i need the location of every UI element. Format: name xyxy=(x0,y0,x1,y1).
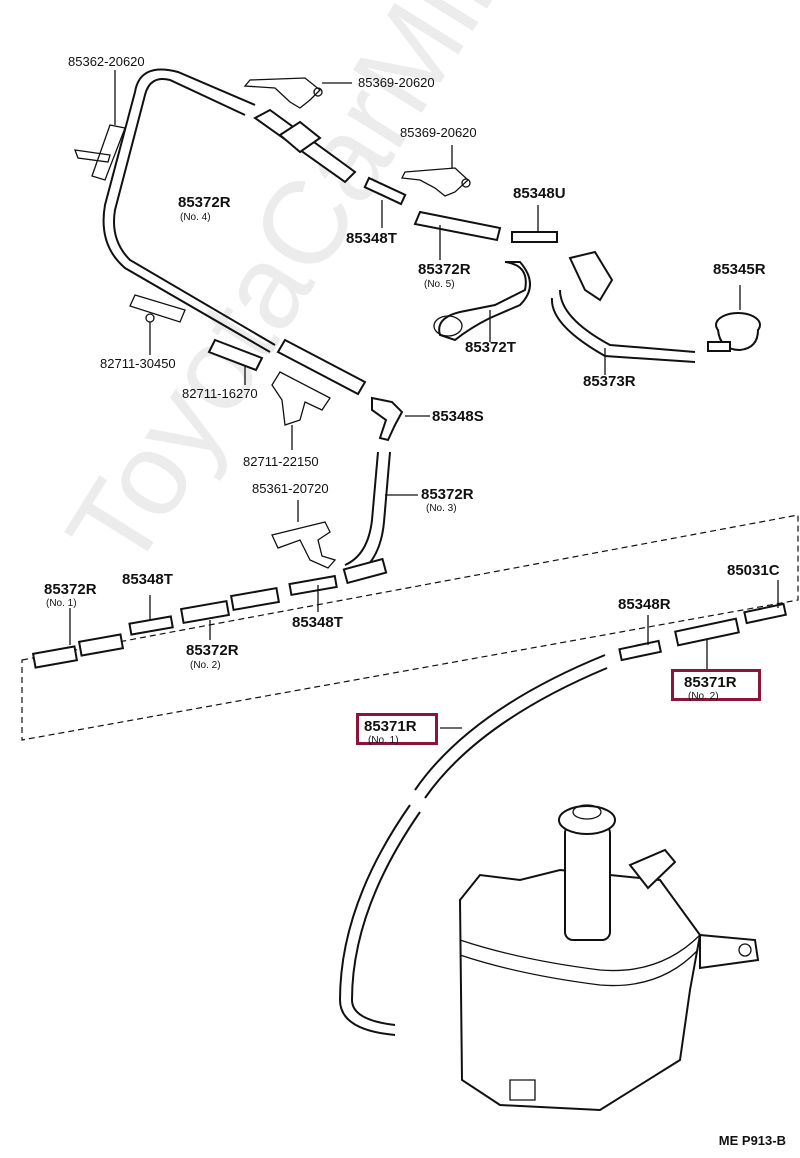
label-85369-20620-b: 85369-20620 xyxy=(400,125,477,140)
highlight-85371r-no2[interactable] xyxy=(671,669,761,701)
label-85361-20720: 85361-20720 xyxy=(252,481,329,496)
connector-85348u xyxy=(511,205,558,243)
label-85348t-mid: 85348T xyxy=(292,614,343,631)
bracket-82711-22150 xyxy=(271,371,331,450)
label-85031c: 85031C xyxy=(727,562,780,579)
diagram-reference: ME P913-B xyxy=(718,1133,786,1148)
label-85362-20620: 85362-20620 xyxy=(68,54,145,69)
hose-85373r xyxy=(550,250,696,375)
label-85372r-no2-sub: (No. 2) xyxy=(190,660,221,671)
label-85372r-no3-sub: (No. 3) xyxy=(426,503,457,514)
lower-row-parts xyxy=(31,557,787,672)
hose-85371r-no1 xyxy=(338,654,608,1036)
label-85345r: 85345R xyxy=(713,261,766,278)
connector-85348t-top xyxy=(363,176,407,228)
label-85372r-no1: 85372R xyxy=(44,581,97,598)
assembly-outline xyxy=(21,514,799,741)
bracket-85369-20620-b xyxy=(401,145,471,197)
label-85348s: 85348S xyxy=(432,408,484,425)
label-85371r-no1-sub: (No. 1) xyxy=(368,735,399,746)
label-85371r-no1[interactable]: 85371R xyxy=(364,718,417,735)
label-85373r: 85373R xyxy=(583,373,636,390)
label-85372r-no4: 85372R xyxy=(178,194,231,211)
hose-85372t xyxy=(433,261,531,342)
nozzle-85345r xyxy=(707,285,761,352)
label-85372r-no4-sub: (No. 4) xyxy=(180,212,211,223)
label-85372r-no5-sub: (No. 5) xyxy=(424,279,455,290)
label-85372r-no5: 85372R xyxy=(418,261,471,278)
label-85372r-no1-sub: (No. 1) xyxy=(46,598,77,609)
label-82711-30450: 82711-30450 xyxy=(100,356,176,371)
pipe-upper xyxy=(253,108,357,184)
label-85348r: 85348R xyxy=(618,596,671,613)
washer-tank xyxy=(458,804,760,1112)
label-82711-22150: 82711-22150 xyxy=(243,454,319,469)
label-85372r-no3: 85372R xyxy=(421,486,474,503)
bracket-85369-20620-a xyxy=(243,77,352,109)
label-85348u: 85348U xyxy=(513,185,566,202)
label-85372t: 85372T xyxy=(465,339,516,356)
bracket-85361-20720 xyxy=(271,500,337,569)
label-85348t-left: 85348T xyxy=(122,571,173,588)
hose-85372r-no4 xyxy=(102,68,276,353)
label-85369-20620-a: 85369-20620 xyxy=(358,75,435,90)
connector-85348s xyxy=(371,396,430,442)
hose-85372r-no5 xyxy=(413,210,502,260)
label-85371r-no2[interactable]: 85371R xyxy=(684,674,737,691)
clip-82711-30450 xyxy=(129,294,186,355)
pipe-middle xyxy=(207,338,367,396)
highlight-85371r-no1[interactable] xyxy=(356,713,438,745)
label-82711-16270: 82711-16270 xyxy=(182,386,258,401)
label-85371r-no2-sub: (No. 2) xyxy=(688,691,719,702)
clip-85362-20620 xyxy=(74,70,126,181)
label-85348t-top: 85348T xyxy=(346,230,397,247)
label-85372r-no2: 85372R xyxy=(186,642,239,659)
